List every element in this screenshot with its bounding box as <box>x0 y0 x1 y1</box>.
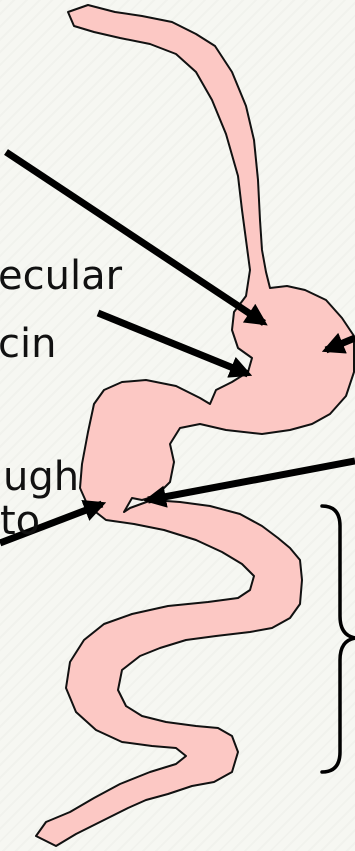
label-fragment-cin: cin <box>0 322 56 366</box>
arrow-to-stomach-body <box>98 313 248 374</box>
label-fragment-ugh: ugh <box>3 455 79 499</box>
label-fragment-ecular: ecular <box>0 254 122 298</box>
label-fragment-to: to <box>0 499 40 543</box>
stomach-intestine-shape <box>36 5 354 846</box>
arrow-to-pylorus <box>148 461 355 500</box>
curly-brace <box>322 506 355 772</box>
